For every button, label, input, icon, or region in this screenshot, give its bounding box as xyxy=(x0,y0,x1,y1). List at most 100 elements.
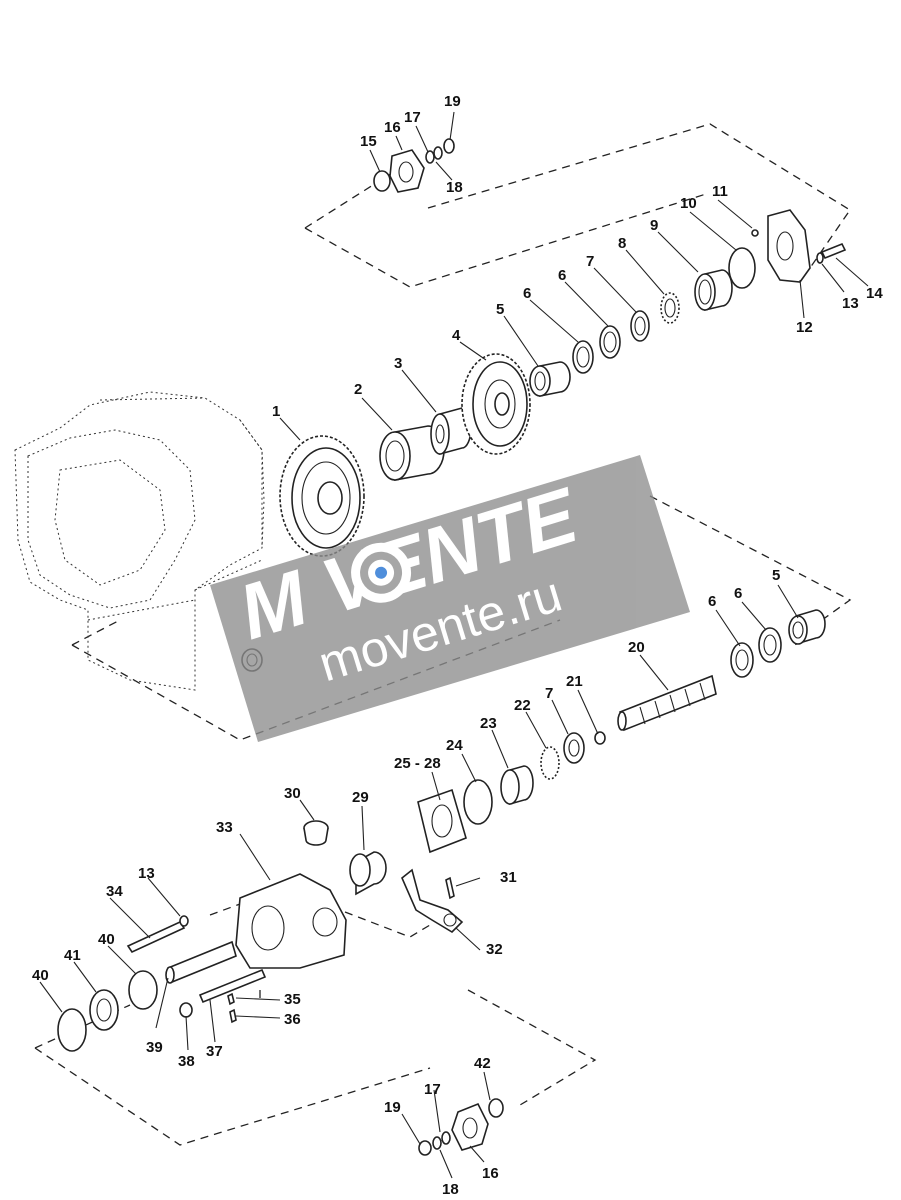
label-37: 37 xyxy=(206,1043,223,1060)
bearing-part-6a xyxy=(572,340,594,374)
label-16: 16 xyxy=(482,1165,499,1182)
label-5: 5 xyxy=(772,567,780,584)
label-6: 6 xyxy=(523,285,531,302)
label-18: 18 xyxy=(442,1181,459,1198)
label-15: 15 xyxy=(360,133,377,150)
flange-part-16 xyxy=(389,149,425,193)
label-6: 6 xyxy=(734,585,742,602)
bearing-part-8 xyxy=(660,292,680,324)
seal-part-42 xyxy=(488,1098,504,1118)
label-17: 17 xyxy=(404,109,421,126)
label-41: 41 xyxy=(64,947,81,964)
gear-part-22 xyxy=(540,746,560,780)
pin-part-35 xyxy=(227,992,235,1006)
label-32: 32 xyxy=(486,941,503,958)
label-16: 16 xyxy=(384,119,401,136)
label-4: 4 xyxy=(452,327,461,344)
shaft-part-20 xyxy=(617,674,717,732)
shaft-part-39 xyxy=(165,940,237,984)
label-13: 13 xyxy=(138,865,155,882)
gear-part-29 xyxy=(349,851,387,896)
label-25-28: 25 - 28 xyxy=(394,755,441,772)
spring-part-36 xyxy=(229,1008,237,1024)
label-17: 17 xyxy=(424,1081,441,1098)
middle-shaft-group xyxy=(417,609,826,854)
washer-part-17b xyxy=(441,1131,451,1145)
gear-part-1 xyxy=(279,435,365,557)
label-31: 31 xyxy=(500,869,517,886)
label-42: 42 xyxy=(474,1055,491,1072)
washer-part-7b xyxy=(563,732,585,764)
label-7: 7 xyxy=(586,253,594,270)
label-33: 33 xyxy=(216,819,233,836)
bearing-part-6b xyxy=(599,325,621,359)
washer-part-18b xyxy=(432,1136,442,1150)
lower-pto-group xyxy=(57,820,464,1052)
label-29: 29 xyxy=(352,789,369,806)
snap-ring-part-40b xyxy=(57,1008,87,1052)
gasket-part-25-28 xyxy=(417,788,467,854)
part-labels: 1 2 3 4 5 6 6 7 8 9 10 11 12 13 14 15 16… xyxy=(32,93,883,1198)
bottom-flange-group xyxy=(418,1098,504,1156)
cup-part-9 xyxy=(694,269,733,312)
label-18: 18 xyxy=(446,179,463,196)
gear-part-4 xyxy=(461,353,531,455)
sleeve-part-5b xyxy=(788,609,826,646)
washer-part-13b xyxy=(179,915,189,927)
flange-part-16b xyxy=(451,1102,489,1151)
label-24: 24 xyxy=(446,737,463,754)
label-23: 23 xyxy=(480,715,497,732)
leader-lines xyxy=(39,111,869,1179)
screw-part-31 xyxy=(445,876,455,900)
bushing-part-21 xyxy=(594,731,606,745)
bearing-part-23 xyxy=(500,765,534,806)
label-34: 34 xyxy=(106,883,123,900)
nut-part-19 xyxy=(443,138,455,154)
bolt-part-14 xyxy=(820,242,847,260)
cover-part-12 xyxy=(767,209,811,283)
logo-circle-icon xyxy=(351,542,412,603)
label-5: 5 xyxy=(496,301,504,318)
label-40: 40 xyxy=(32,967,49,984)
nut-part-38 xyxy=(179,1002,193,1018)
ring-part-10 xyxy=(728,247,756,289)
label-13: 13 xyxy=(842,295,859,312)
label-14: 14 xyxy=(866,285,883,302)
upper-gear-train xyxy=(279,138,847,557)
washer-part-13 xyxy=(816,252,824,264)
transmission-housing xyxy=(14,391,265,691)
ball-part-11 xyxy=(751,229,759,237)
sleeve-part-5 xyxy=(529,361,571,397)
label-35: 35 xyxy=(284,991,301,1008)
label-2: 2 xyxy=(354,381,362,398)
fork-part-32 xyxy=(401,868,464,934)
label-36: 36 xyxy=(284,1011,301,1028)
label-9: 9 xyxy=(650,217,658,234)
label-19: 19 xyxy=(384,1099,401,1116)
label-21: 21 xyxy=(566,673,583,690)
label-1: 1 xyxy=(272,403,280,420)
label-3: 3 xyxy=(394,355,402,372)
washer-part-17 xyxy=(425,150,435,164)
bolt-part-34 xyxy=(126,920,186,954)
ring-part-24 xyxy=(463,779,493,825)
shaft-part-37 xyxy=(198,968,267,1004)
snap-ring-part-40a xyxy=(128,970,158,1010)
label-19: 19 xyxy=(444,93,461,110)
washer-part-18 xyxy=(433,146,443,160)
label-20: 20 xyxy=(628,639,645,656)
label-30: 30 xyxy=(284,785,301,802)
seal-part-15 xyxy=(373,170,391,192)
label-6: 6 xyxy=(558,267,566,284)
nut-part-19b xyxy=(418,1140,432,1156)
cap-part-30 xyxy=(303,820,329,846)
label-22: 22 xyxy=(514,697,531,714)
label-38: 38 xyxy=(178,1053,195,1070)
bearing-part-41 xyxy=(89,989,119,1031)
label-6: 6 xyxy=(708,593,716,610)
label-10: 10 xyxy=(680,195,697,212)
label-39: 39 xyxy=(146,1039,163,1056)
label-7: 7 xyxy=(545,685,553,702)
label-12: 12 xyxy=(796,319,813,336)
